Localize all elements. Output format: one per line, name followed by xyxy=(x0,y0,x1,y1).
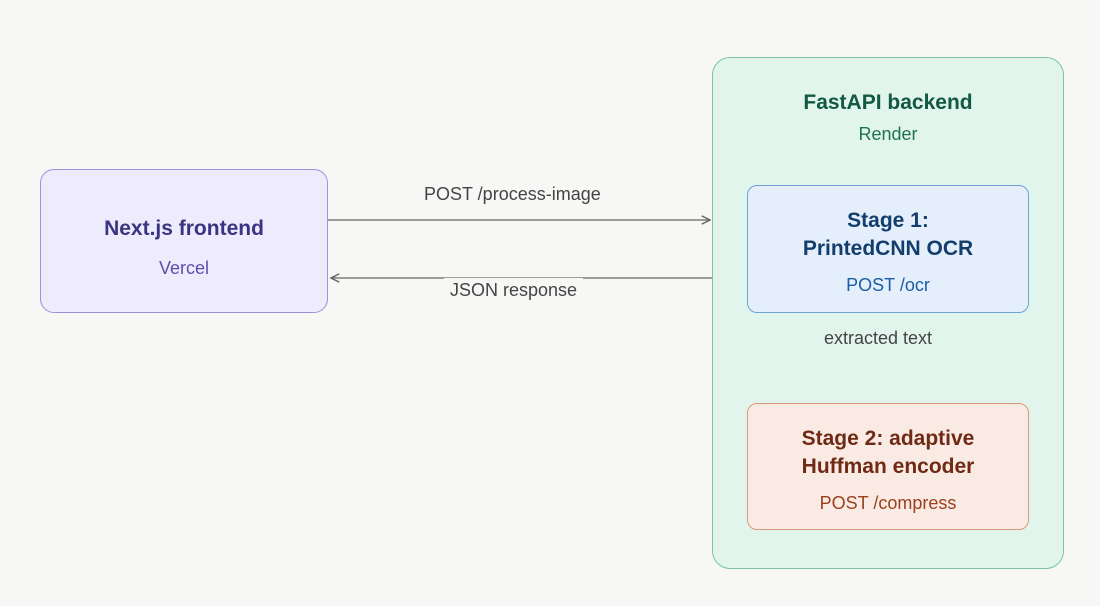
request-label: POST /process-image xyxy=(424,184,601,204)
frontend-host: Vercel xyxy=(158,258,210,278)
backend-title: FastAPI backend xyxy=(803,91,973,114)
stage1-title-line2: PrintedCNN OCR xyxy=(802,237,974,260)
backend-host: Render xyxy=(858,124,918,144)
stage2-title-line2: Huffman encoder xyxy=(801,455,975,478)
stage1-box: Stage 1: PrintedCNN OCR POST /ocr xyxy=(747,185,1029,313)
stage1-title-line1: Stage 1: xyxy=(847,209,929,232)
response-label: JSON response xyxy=(444,278,584,302)
frontend-box: Next.js frontend Vercel xyxy=(40,169,328,313)
stage2-box: Stage 2: adaptive Huffman encoder POST /… xyxy=(747,403,1029,530)
frontend-title: Next.js frontend xyxy=(104,217,264,240)
internal-label: extracted text xyxy=(824,328,933,348)
stage2-title-line1: Stage 2: adaptive xyxy=(801,427,975,450)
stage1-endpoint: POST /ocr xyxy=(846,275,930,295)
stage2-endpoint: POST /compress xyxy=(819,493,957,513)
